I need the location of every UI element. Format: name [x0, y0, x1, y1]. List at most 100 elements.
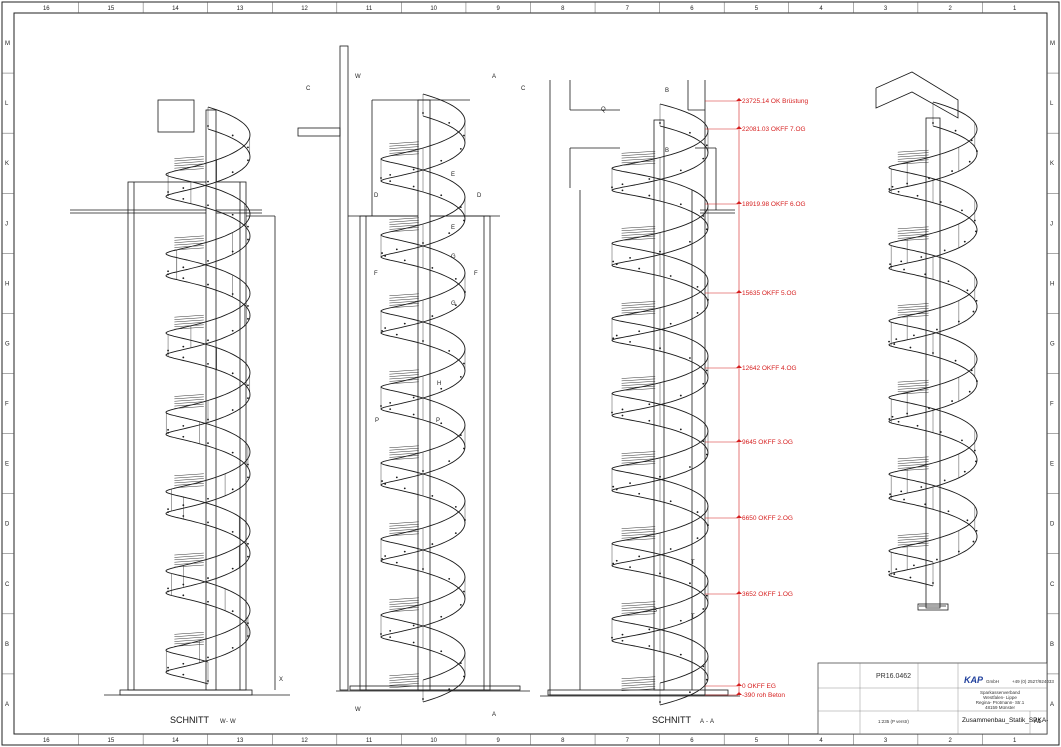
bolt-dot	[207, 283, 209, 286]
stair-tread	[174, 156, 204, 159]
bolt-dot	[963, 470, 966, 473]
stair-tread	[389, 153, 419, 157]
bolt-dot	[895, 338, 898, 341]
bolt-dot	[936, 328, 938, 331]
mark-e-2: E	[451, 225, 455, 231]
stair-tread	[621, 606, 656, 609]
bolt-dot	[924, 273, 927, 276]
bolt-dot	[888, 188, 891, 190]
stair-tread	[621, 155, 656, 159]
bolt-dot	[448, 577, 451, 580]
stair-tread	[389, 369, 419, 373]
stair-tread	[621, 158, 656, 161]
bolt-dot	[966, 519, 969, 522]
stair-tread	[174, 394, 204, 397]
stair-tread	[621, 230, 656, 234]
bolt-dot	[231, 530, 234, 533]
grid-col-top: 6	[690, 6, 694, 12]
stair-tread	[389, 685, 419, 689]
stair-tread	[174, 165, 204, 169]
grid-row-right: H	[1050, 281, 1054, 287]
bolt-dot	[381, 480, 383, 482]
bolt-dot	[431, 495, 434, 497]
grid-row-left: D	[5, 522, 10, 528]
bolt-dot	[231, 213, 234, 216]
bolt-dot	[648, 403, 651, 406]
stair-tread	[174, 247, 204, 251]
middle-section-marks: W A C C D D E E F F G G H P P W A	[306, 74, 526, 718]
stair-tread	[389, 609, 419, 613]
level-label: 12642 OKFF 4.OG	[742, 365, 797, 372]
grid-row-right: F	[1050, 402, 1054, 408]
grid-col-bottom: 10	[430, 738, 437, 744]
bolt-dot	[207, 180, 209, 183]
stair-tread	[897, 456, 929, 460]
stair-tread	[621, 528, 656, 532]
bolt-dot	[951, 170, 953, 172]
bolt-dot	[207, 521, 209, 524]
stair-tread	[174, 324, 204, 328]
stair-tread	[621, 313, 656, 316]
stair-tread	[897, 154, 929, 158]
bolt-dot	[968, 390, 971, 393]
stair-tread	[174, 641, 204, 645]
bolt-dot	[702, 382, 705, 385]
bolt-dot	[702, 608, 705, 610]
stair-tread	[621, 458, 656, 462]
stair-tread	[389, 531, 419, 534]
stair-tread	[174, 478, 204, 481]
bolt-dot	[247, 146, 249, 149]
stair-tread	[621, 226, 656, 229]
bolt-dot	[702, 215, 705, 217]
grid-col-bottom: 7	[626, 738, 630, 744]
bolt-dot	[384, 555, 387, 557]
bolt-dot	[705, 453, 708, 456]
stair-tread	[897, 238, 929, 242]
bolt-dot	[638, 267, 641, 270]
grid-col-bottom: 2	[948, 738, 952, 744]
stair-tread	[621, 378, 656, 382]
bolt-dot	[889, 263, 892, 266]
level-label: 0 OKFF EG	[742, 683, 776, 690]
grid-col-bottom: 14	[172, 738, 179, 744]
bolt-dot	[182, 356, 185, 359]
bolt-dot	[231, 134, 234, 137]
bolt-dot	[395, 476, 398, 479]
bolt-dot	[167, 669, 169, 672]
bolt-dot	[974, 230, 977, 233]
company-phone: +49 (0) 2527/924033	[1012, 679, 1054, 684]
client-line-3: Regina- Protmann- Str.1	[976, 700, 1025, 705]
bolt-dot	[689, 466, 691, 468]
bolt-dot	[943, 249, 946, 252]
bolt-dot	[247, 225, 249, 228]
bolt-dot	[976, 380, 978, 382]
bolt-dot	[900, 490, 903, 493]
bolt-dot	[247, 238, 249, 241]
bolt-dot	[463, 590, 465, 593]
left-view-subtitle: W	[220, 719, 226, 725]
bolt-dot	[395, 561, 398, 564]
right-view-subtitle-dash: -	[706, 719, 708, 725]
bolt-dot	[167, 508, 169, 511]
stair-tread	[621, 683, 656, 687]
bolt-dot	[975, 529, 978, 532]
right-view-subtitle-a2: A	[710, 719, 714, 725]
mark-t-1: T	[691, 560, 695, 566]
grid-col-top: 15	[108, 6, 115, 12]
stair-tread	[897, 159, 929, 163]
stair-tread	[389, 298, 419, 301]
stair-tread	[621, 453, 656, 457]
bolt-dot	[389, 636, 392, 639]
stair-tread	[621, 310, 656, 314]
bolt-dot	[381, 330, 383, 332]
stair-tread	[174, 314, 204, 318]
bolt-dot	[976, 150, 978, 152]
stair-tread	[621, 305, 656, 309]
stair-tread	[621, 678, 656, 682]
mark-b-2: B	[665, 148, 669, 154]
stair-tread	[174, 473, 204, 476]
grid-row-left: F	[5, 402, 9, 408]
bolt-dot	[403, 322, 406, 325]
bolt-dot	[207, 204, 209, 207]
bolt-dot	[615, 263, 618, 266]
